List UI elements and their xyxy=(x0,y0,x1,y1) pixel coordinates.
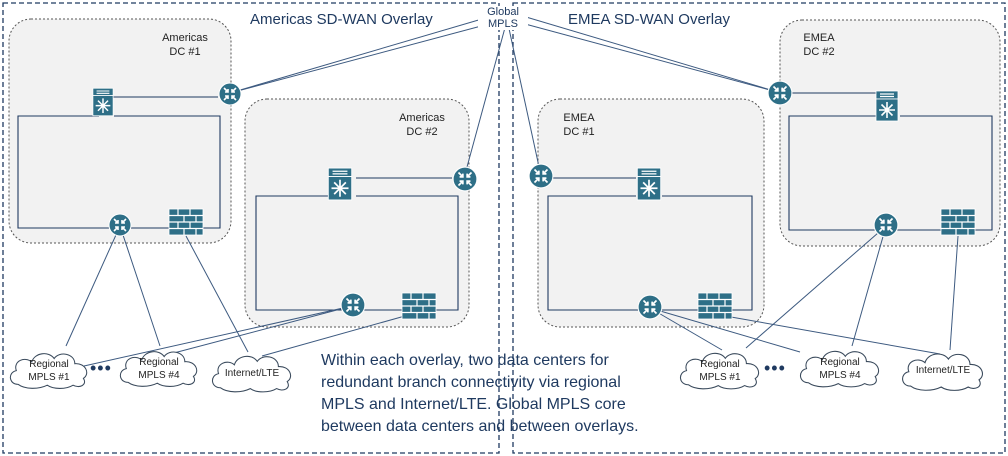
emea-overlay-boundary xyxy=(512,2,1006,454)
am-dc1-wan-router-icon xyxy=(218,82,242,106)
emea-overlay-title: EMEA SD-WAN Overlay xyxy=(568,11,730,28)
emea-internet-label: Internet/LTE xyxy=(915,365,971,376)
emea-dc1-line1: EMEA xyxy=(563,112,595,124)
americas-dc2-line2: DC #2 xyxy=(406,126,438,138)
am-dc2-firewall-icon xyxy=(401,292,437,320)
link-am-dc2-rmpls1 xyxy=(83,305,353,367)
am-dc1-switch-icon xyxy=(92,87,114,117)
americas-dc2-label: Americas DC #2 xyxy=(392,111,452,139)
caption-line4: between data centers and between overlay… xyxy=(321,418,639,435)
emea-dc2-line2: DC #2 xyxy=(803,46,835,58)
emea-dc2-branch-router-icon xyxy=(873,212,899,238)
link-emea-dc1-rmpls1 xyxy=(649,307,723,351)
core-link-emea-dc1 xyxy=(507,23,542,177)
am-dc2-switch-icon xyxy=(327,167,353,201)
emea-dc1-line2: DC #1 xyxy=(563,126,595,138)
emea-ellipsis: ••• xyxy=(764,358,786,378)
caption-line2: redundant branch connectivity via region… xyxy=(321,374,621,391)
link-am-dc2-rmpls4 xyxy=(169,305,353,355)
global-mpls-label: Global MPLS xyxy=(478,6,528,30)
americas-overlay-boundary xyxy=(2,2,500,454)
am-dc2-branch-router-icon xyxy=(340,292,366,318)
emea-rm4-line1: Regional xyxy=(820,357,860,368)
emea-dc1-firewall-icon xyxy=(697,292,733,320)
emea-dc2-firewall-icon xyxy=(940,208,976,236)
am-dc1-firewall-icon xyxy=(168,208,204,236)
am-rm1-line2: MPLS #1 xyxy=(28,372,70,383)
emea-regional-mpls1-label: Regional MPLS #1 xyxy=(692,358,748,384)
emea-dc2-wan-router-icon xyxy=(767,80,793,106)
americas-overlay-title: Americas SD-WAN Overlay xyxy=(250,11,433,28)
core-link-am-dc1-b xyxy=(229,13,500,94)
emea-regional-mpls4-label: Regional MPLS #4 xyxy=(812,356,868,382)
link-emea-dc2-inet xyxy=(949,235,959,351)
diagram-caption: Within each overlay, two data centers fo… xyxy=(321,350,701,438)
am-internet-label: Internet/LTE xyxy=(224,368,280,379)
link-emea-dc1-inet xyxy=(713,313,941,355)
americas-dc2-box xyxy=(244,98,470,328)
am-ellipsis: ••• xyxy=(90,358,112,378)
am-rm4-line1: Regional xyxy=(139,357,179,368)
link-am-dc1-inet xyxy=(185,235,249,353)
am-rm4-line2: MPLS #4 xyxy=(138,370,180,381)
global-mpls-line2: MPLS xyxy=(488,18,518,30)
caption-line1: Within each overlay, two data centers fo… xyxy=(321,352,609,369)
am-dc2-wan-router-icon xyxy=(452,166,478,192)
americas-dc1-line2: DC #1 xyxy=(169,46,201,58)
link-emea-dc1-rmpls4 xyxy=(649,307,801,353)
global-mpls-line1: Global xyxy=(487,6,519,18)
americas-dc2-line1: Americas xyxy=(399,112,445,124)
emea-dc2-label: EMEA DC #2 xyxy=(789,31,849,59)
emea-dc1-label: EMEA DC #1 xyxy=(549,111,609,139)
core-link-emea-dc2-b xyxy=(515,13,782,94)
am-dc1-branch-router-icon xyxy=(108,213,132,237)
emea-dc1-branch-router-icon xyxy=(637,294,663,320)
americas-dc1-line1: Americas xyxy=(162,32,208,44)
am-regional-mpls4-label: Regional MPLS #4 xyxy=(131,356,187,382)
emea-rm4-line2: MPLS #4 xyxy=(819,370,861,381)
core-link-emea-dc2 xyxy=(513,20,782,94)
link-emea-dc2-rmpls4 xyxy=(851,225,887,347)
link-am-dc1-rmpls4 xyxy=(119,225,161,347)
emea-dc1-box xyxy=(537,98,765,328)
emea-dc1-switch-icon xyxy=(636,167,662,201)
core-link-am-dc1 xyxy=(229,20,501,94)
emea-rm1-line2: MPLS #1 xyxy=(699,372,741,383)
caption-line3: MPLS and Internet/LTE. Global MPLS core xyxy=(321,396,626,413)
emea-dc2-line1: EMEA xyxy=(803,32,835,44)
am-regional-mpls1-label: Regional MPLS #1 xyxy=(21,358,77,384)
emea-rm1-line1: Regional xyxy=(700,359,740,370)
link-am-dc1-rmpls1 xyxy=(65,225,121,347)
emea-dc2-switch-icon xyxy=(875,90,899,122)
americas-dc1-box xyxy=(8,18,232,244)
emea-dc2-box xyxy=(779,19,1001,247)
core-link-am-dc2 xyxy=(463,23,507,179)
am-rm1-line1: Regional xyxy=(29,359,69,370)
emea-dc1-wan-router-icon xyxy=(528,163,554,189)
link-am-dc2-inet xyxy=(261,313,413,357)
link-emea-dc2-rmpls1 xyxy=(745,225,887,349)
americas-dc1-label: Americas DC #1 xyxy=(155,31,215,59)
